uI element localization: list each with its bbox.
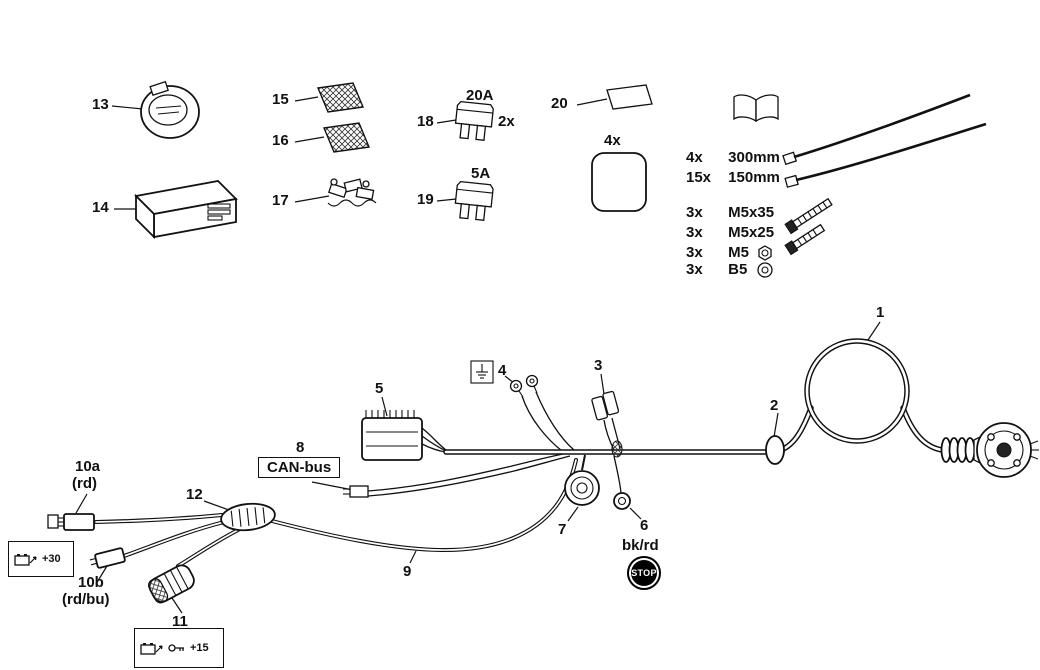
callout-10b-color: (rd/bu) <box>62 591 110 608</box>
callout-7: 7 <box>558 521 567 538</box>
adhesive-pad-15 <box>317 82 364 113</box>
hw-qty: 3x <box>686 204 703 221</box>
callout-5: 5 <box>375 380 384 397</box>
canbus-connector <box>343 485 369 498</box>
earth-symbol <box>470 360 494 384</box>
coiled-wire-7 <box>564 470 600 506</box>
ignition-key-icon <box>168 644 184 652</box>
screw-m5x35 <box>784 197 833 235</box>
hardware-row-ties-150: 15x 150mm <box>686 169 780 186</box>
callout-2: 2 <box>770 397 779 414</box>
hardware-row-m5: 3x M5 <box>686 244 749 261</box>
callout-10a: 10a <box>75 458 101 475</box>
screw-m5x25 <box>784 223 826 256</box>
callout-20: 20 <box>551 95 568 112</box>
socket-connector-end <box>976 422 1039 478</box>
coiled-wire-6 <box>613 492 631 510</box>
manual-book-icon <box>733 94 779 123</box>
fuse-5a-label: 5A <box>471 165 491 182</box>
battery-plus15-box: +15 <box>134 628 224 668</box>
nut-b5 <box>757 262 773 278</box>
hw-size: M5 <box>728 244 750 261</box>
hw-qty: 15x <box>686 169 712 186</box>
label-sticker-20 <box>606 84 653 110</box>
callout-14: 14 <box>92 199 109 216</box>
hw-size: 300mm <box>728 149 780 166</box>
canbus-label-box: CAN-bus <box>258 457 341 478</box>
connector-11 <box>147 564 195 604</box>
callout-12: 12 <box>186 486 203 503</box>
flat-connector-12 <box>220 502 276 532</box>
hardware-row-m5x25: 3x M5x25 <box>686 224 774 241</box>
multi-pin-connector-5 <box>361 410 423 461</box>
tape-wrap <box>611 440 623 458</box>
callout-6: 6 <box>640 517 649 534</box>
battery-icon <box>140 643 163 655</box>
callout-3: 3 <box>594 357 603 374</box>
plus15-text: +15 <box>190 642 209 654</box>
harness-wiring <box>94 338 945 568</box>
callout-13: 13 <box>92 96 109 113</box>
callout-16: 16 <box>272 132 289 149</box>
hardware-row-ties-300: 4x 300mm <box>686 149 780 166</box>
battery-plus30-box: +30 <box>8 541 74 577</box>
hw-size: 150mm <box>728 169 780 186</box>
wire-color-bkrd: bk/rd <box>622 537 659 554</box>
connector-10a <box>47 513 95 531</box>
hardware-row-m5x35: 3x M5x35 <box>686 204 774 221</box>
nut-m5 <box>758 245 772 261</box>
hw-qty: 3x <box>686 224 703 241</box>
hw-qty: 3x <box>686 244 703 261</box>
cable-tie-300mm <box>782 93 971 166</box>
foam-pad-4x <box>591 152 647 212</box>
ground-terminals-4 <box>509 374 539 398</box>
callout-11: 11 <box>172 613 188 630</box>
callout-1: 1 <box>876 304 885 321</box>
hw-qty: 4x <box>686 149 703 166</box>
callout-4: 4 <box>498 362 507 379</box>
callout-8: 8 <box>296 439 305 456</box>
callout-10b: 10b <box>78 574 104 591</box>
callout-17: 17 <box>272 192 289 209</box>
callout-18: 18 <box>417 113 434 130</box>
stop-text: STOP <box>631 568 657 578</box>
callout-9: 9 <box>403 563 412 580</box>
blade-fuse-18 <box>454 100 494 141</box>
fuse-holder-17 <box>327 178 377 207</box>
hw-size: M5x35 <box>728 204 775 221</box>
battery-icon <box>14 554 37 566</box>
callout-15: 15 <box>272 91 289 108</box>
connector-3 <box>591 390 620 421</box>
hw-size: M5x25 <box>728 224 775 241</box>
buzzer-module-13 <box>140 80 200 139</box>
plus30-text: +30 <box>42 553 61 565</box>
fuse-20a-qty: 2x <box>498 113 515 130</box>
grommet-2 <box>765 435 785 465</box>
hardware-row-b5: 3x B5 <box>686 261 747 278</box>
blade-fuse-19 <box>454 180 494 221</box>
callout-19: 19 <box>417 191 434 208</box>
hw-size: B5 <box>728 261 748 278</box>
hw-qty: 3x <box>686 261 703 278</box>
callout-10a-color: (rd) <box>72 475 97 492</box>
cable-tie-150mm <box>784 122 987 188</box>
adhesive-pad-16 <box>323 122 370 153</box>
stop-lamp-icon: STOP <box>627 556 661 590</box>
pad-qty-label: 4x <box>604 132 621 149</box>
fuse-20a-label: 20A <box>466 87 494 104</box>
control-box-14 <box>134 180 238 240</box>
connector-10b <box>89 547 126 569</box>
